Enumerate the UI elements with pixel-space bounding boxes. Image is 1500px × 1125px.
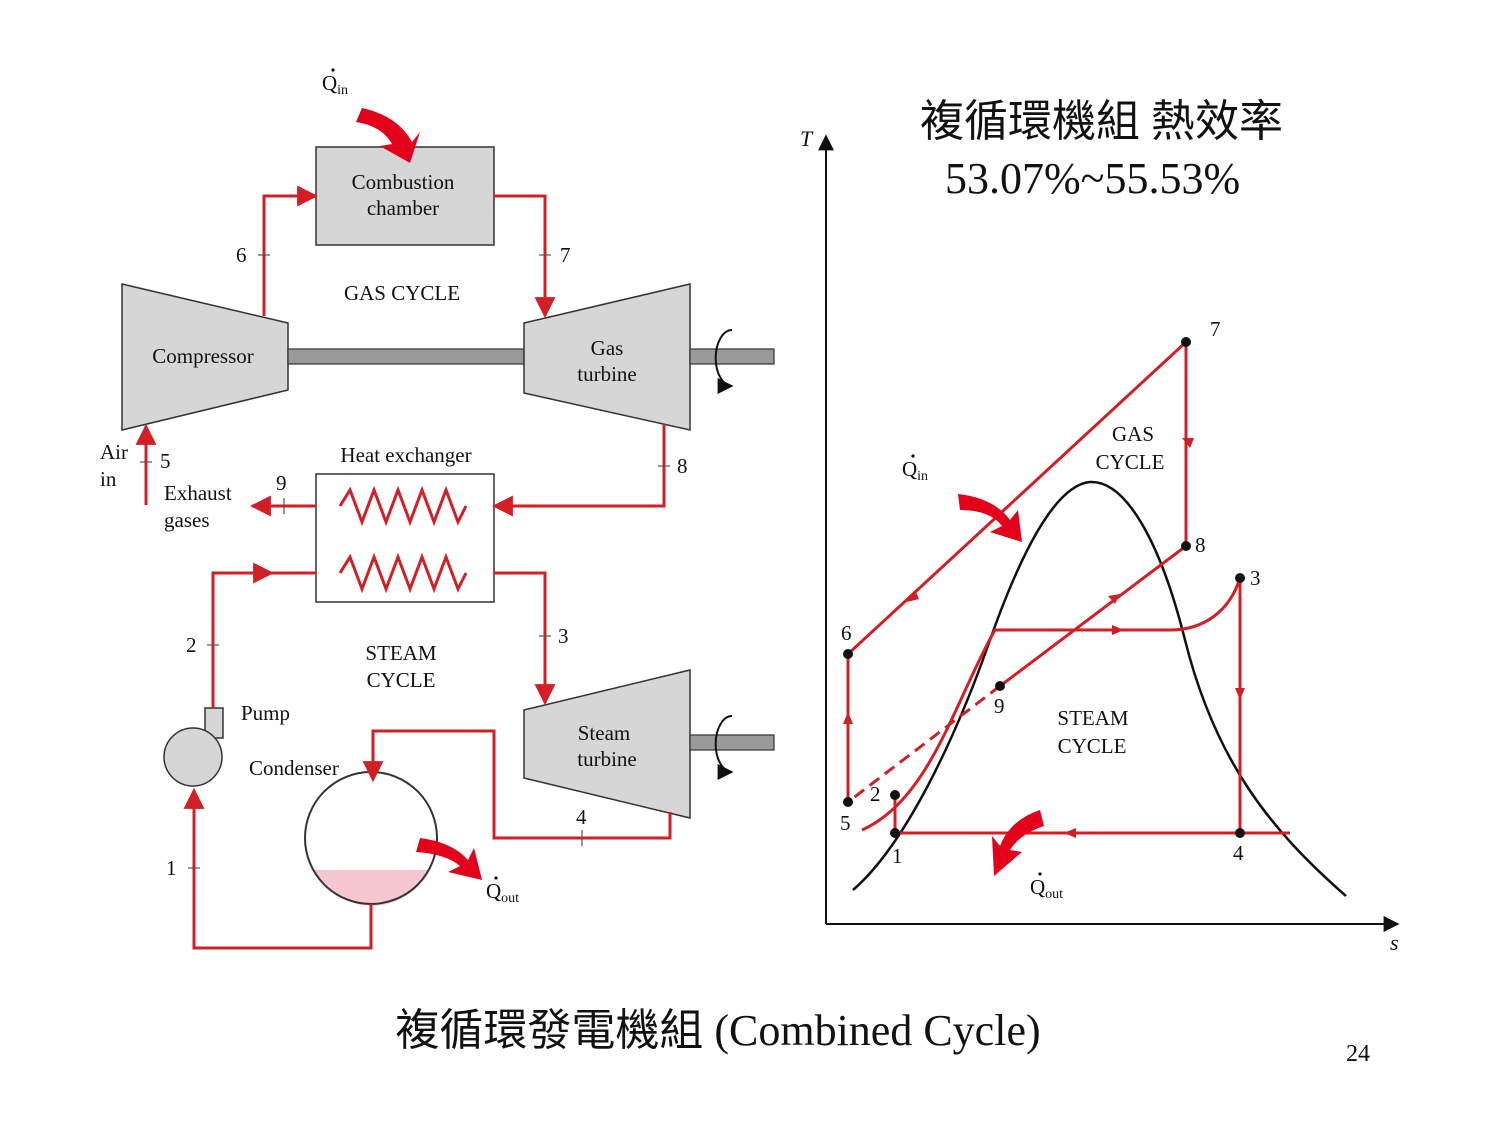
- pump-label: Pump: [241, 701, 290, 725]
- state-5: 5: [160, 449, 171, 473]
- ts-state-7: 7: [1210, 317, 1221, 341]
- compressor-label: Compressor: [152, 344, 254, 368]
- shaft: [287, 348, 525, 365]
- steam-turbine: [523, 669, 691, 819]
- flow-7: [494, 194, 556, 319]
- combustion-label-2: chamber: [367, 196, 439, 220]
- ts-steam-cycle-label-2: CYCLE: [1058, 734, 1127, 758]
- ts-diagram: T s: [800, 126, 1400, 955]
- ts-heat-in-arrow: [958, 494, 1022, 542]
- state-3: 3: [558, 624, 569, 648]
- slide-caption: 複循環發電機組 (Combined Cycle): [395, 1006, 1040, 1055]
- ts-state-9: 9: [994, 694, 1005, 718]
- state-7: 7: [560, 243, 571, 267]
- gas-turbine-label-1: Gas: [591, 336, 624, 360]
- steam-process-2-3: [861, 577, 1242, 832]
- ts-steam-cycle-label-1: STEAM: [1057, 706, 1129, 730]
- heat-exchanger: [315, 473, 495, 603]
- ts-state-1: 1: [892, 844, 903, 868]
- ts-q-in-label: Qin: [902, 457, 928, 484]
- schematic-q-in-label: Qin: [322, 71, 348, 98]
- ts-gas-cycle-label-2: CYCLE: [1096, 450, 1165, 474]
- state-9: 9: [276, 471, 287, 495]
- steam-turbine-rotation-icon: [714, 715, 734, 780]
- flow-6: [262, 185, 319, 316]
- gas-turbine-label-2: turbine: [577, 362, 636, 386]
- flow-3: [494, 571, 556, 706]
- steam-turbine-label-1: Steam: [578, 721, 631, 745]
- steam-turbine-output-shaft: [689, 734, 775, 751]
- exhaust-label-1: Exhaust: [164, 481, 232, 505]
- gas-process-6-7: [846, 340, 1188, 656]
- steam-turbine-label-2: turbine: [577, 747, 636, 771]
- state-6: 6: [236, 243, 247, 267]
- ts-direction-arrows: [843, 438, 1245, 838]
- gas-cycle-label: GAS CYCLE: [344, 281, 460, 305]
- state-ticks: [140, 254, 670, 869]
- ts-state-2: 2: [870, 782, 881, 806]
- schematic: Qin Combustion chamber GAS CYCLE Compres…: [100, 68, 775, 950]
- q-in-dot: [331, 68, 335, 72]
- hx-coil-gas: [338, 485, 468, 527]
- state-1: 1: [166, 856, 177, 880]
- page-number: 24: [1346, 1041, 1370, 1067]
- gas-turbine-output-shaft: [689, 348, 775, 365]
- ts-state-5: 5: [840, 811, 851, 835]
- gas-process-8-9: [999, 544, 1187, 688]
- schematic-q-out-label: Qout: [486, 879, 519, 906]
- ts-q-out-dot: [1038, 872, 1042, 876]
- exhaust-label-2: gases: [164, 508, 210, 532]
- flow-2: [211, 571, 316, 708]
- flow-4: [362, 729, 672, 840]
- heat-out-arrow: [416, 838, 482, 880]
- slide-title-line-1: 複循環機組 熱效率: [920, 97, 1283, 146]
- state-8: 8: [677, 454, 688, 478]
- gas-process-9-5: [847, 684, 1001, 804]
- ts-heat-out-arrow: [992, 810, 1044, 876]
- state-4: 4: [576, 805, 587, 829]
- state-2: 2: [186, 633, 197, 657]
- condenser-label: Condenser: [249, 756, 339, 780]
- steam-cycle-label-2: CYCLE: [367, 668, 436, 692]
- ts-cycle-lines: [846, 340, 1290, 835]
- q-out-dot: [494, 876, 498, 880]
- flow-8: [491, 424, 666, 517]
- ts-state-6: 6: [841, 621, 852, 645]
- ts-q-in-dot: [911, 454, 915, 458]
- flow-1: [183, 787, 373, 950]
- pump: [163, 727, 223, 787]
- combustion-chamber: [315, 146, 495, 246]
- combustion-label-1: Combustion: [352, 170, 455, 194]
- condensate: [314, 870, 430, 906]
- compressor: [121, 283, 289, 431]
- x-axis-label: s: [1390, 930, 1399, 955]
- heat-exchanger-label: Heat exchanger: [340, 443, 471, 467]
- steam-cycle-label-1: STEAM: [365, 641, 437, 665]
- hx-coil-steam: [338, 552, 468, 594]
- ts-state-3: 3: [1250, 566, 1261, 590]
- air-label-2: in: [100, 467, 117, 491]
- ts-gas-cycle-label-1: GAS: [1112, 422, 1154, 446]
- air-label-1: Air: [100, 440, 128, 464]
- ts-state-8: 8: [1195, 533, 1206, 557]
- flow-lines: [135, 185, 672, 950]
- slide-title-line-2: 53.07%~55.53%: [945, 154, 1240, 203]
- gas-turbine: [523, 283, 691, 431]
- ts-state-points: [843, 337, 1245, 838]
- y-axis-label: T: [800, 126, 814, 151]
- saturation-dome: [852, 480, 1347, 897]
- heat-in-arrow: [356, 108, 420, 163]
- ts-state-4: 4: [1233, 841, 1244, 865]
- gas-turbine-rotation-icon: [714, 329, 734, 394]
- ts-q-out-label: Qout: [1030, 875, 1063, 902]
